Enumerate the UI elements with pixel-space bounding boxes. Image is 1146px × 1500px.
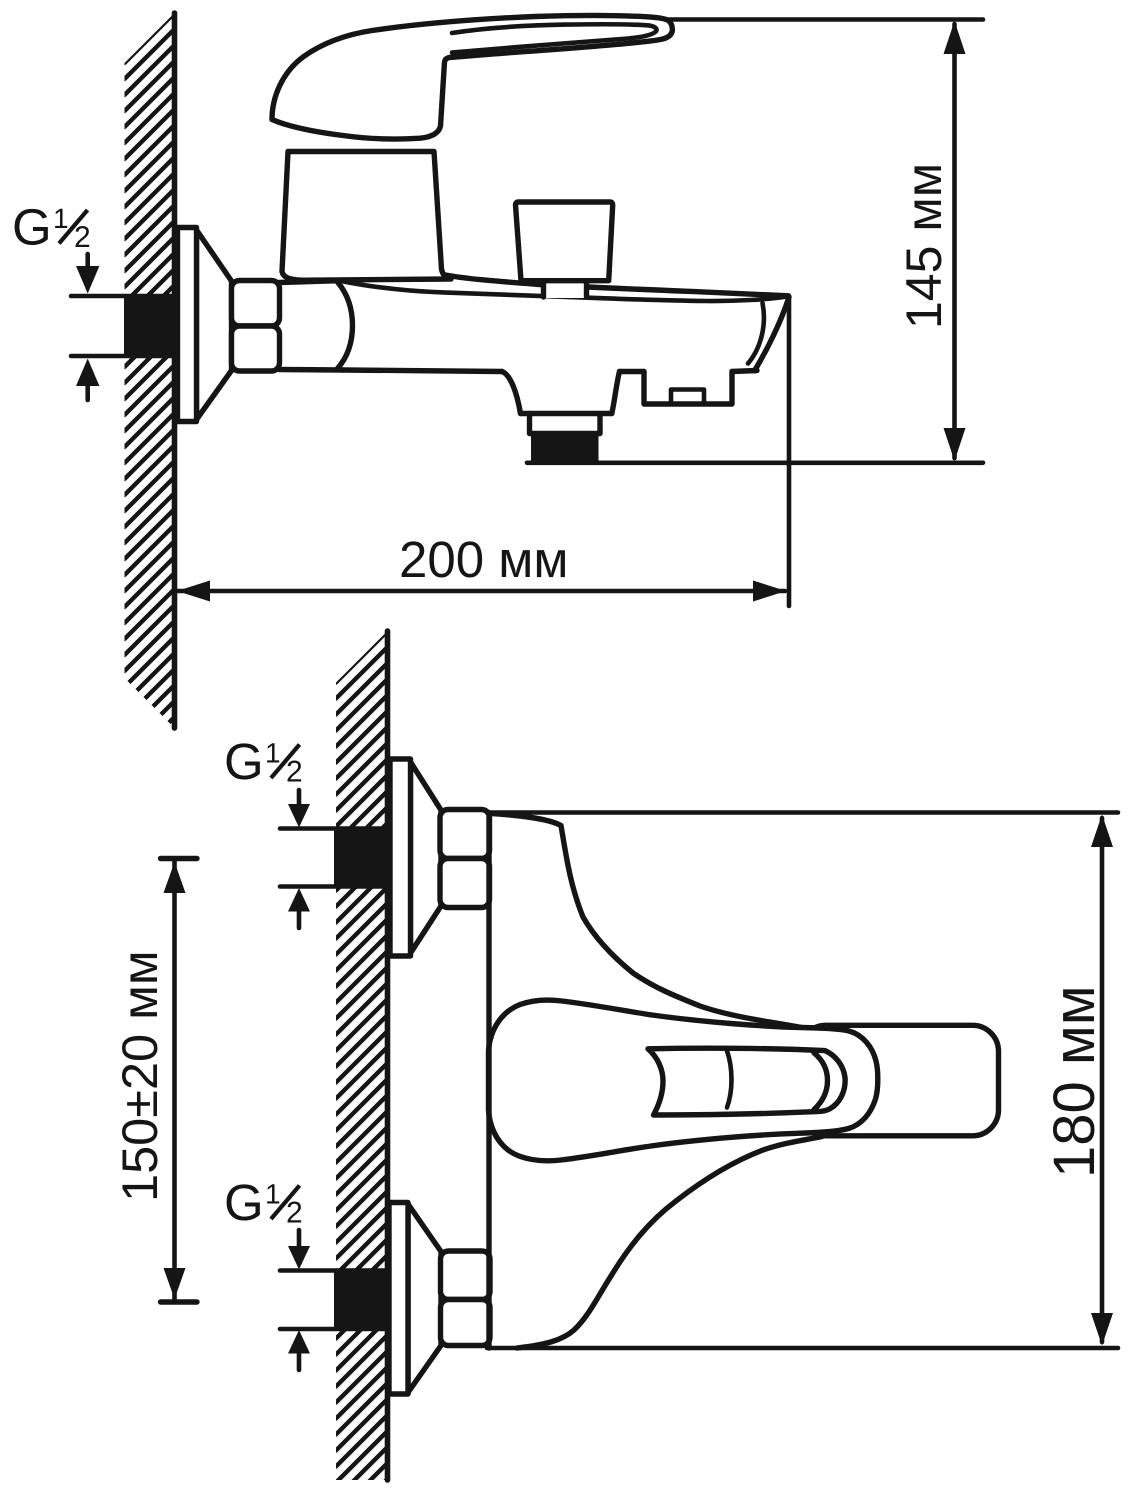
svg-text:2: 2: [286, 756, 303, 789]
svg-text:180 мм: 180 мм: [1042, 985, 1107, 1178]
svg-text:2: 2: [286, 1197, 303, 1230]
svg-text:1: 1: [53, 203, 69, 234]
svg-text:1: 1: [265, 738, 281, 769]
svg-text:2: 2: [74, 221, 91, 254]
svg-text:1: 1: [265, 1179, 281, 1210]
svg-text:150±20 мм: 150±20 мм: [111, 950, 168, 1202]
svg-text:G: G: [224, 733, 264, 790]
svg-text:G: G: [224, 1174, 264, 1231]
svg-text:200 мм: 200 мм: [399, 531, 568, 588]
svg-text:145 мм: 145 мм: [896, 163, 952, 329]
svg-text:G: G: [12, 199, 52, 256]
